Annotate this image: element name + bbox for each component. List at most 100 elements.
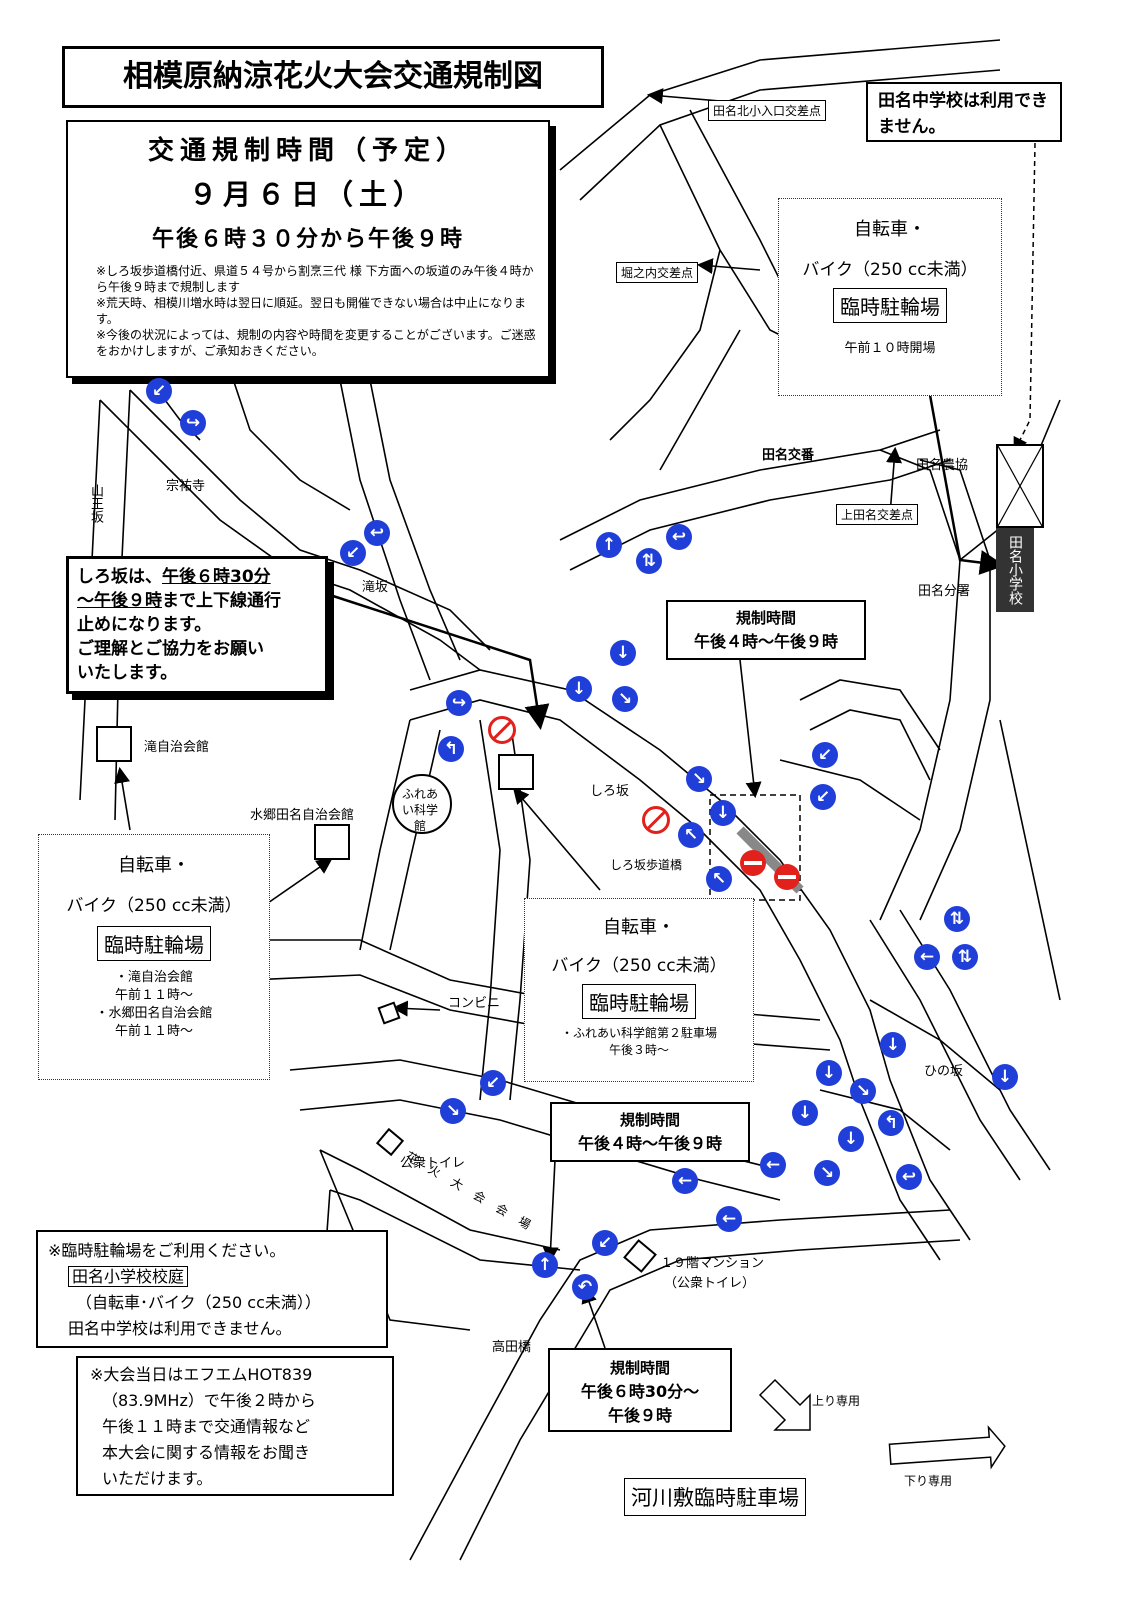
down-sign-icon: ↓ xyxy=(710,800,736,826)
straight-sign-icon: ↑ xyxy=(532,1252,558,1278)
label-tana-koban: 田名交番 xyxy=(762,448,815,463)
label-down-only: 下り専用 xyxy=(904,1474,953,1488)
parking-west-line1: 自転車・ xyxy=(118,855,190,876)
turn-sign-icon: ↙ xyxy=(810,784,836,810)
down-sign-icon: ↓ xyxy=(838,1126,864,1152)
regulation-box-1: 規制時間 午後４時～午後９時 xyxy=(666,600,866,660)
parking-fureai-line2: バイク（250 cc未満） xyxy=(551,956,727,976)
label-takizaka: 滝坂 xyxy=(362,580,389,595)
schedule-date: ９月６日（土） xyxy=(188,178,427,211)
schedule-note-3: ※今後の状況によっては、規制の内容や時間を変更することがございます。ご迷惑をおか… xyxy=(96,328,536,358)
junior-high-notice-text: 田名中学校は利用できません。 xyxy=(878,91,1048,137)
bottom-parking-notice: ※臨時駐輪場をご利用ください。 田名小学校校庭 （自転車･バイク（250 cc未… xyxy=(36,1230,388,1348)
split-sign-icon: ⇅ xyxy=(952,944,978,970)
turn-sign-icon: ↩ xyxy=(896,1164,922,1190)
label-tanakita: 田名北小入口交差点 xyxy=(708,100,827,121)
schedule-heading: 交通規制時間（予定） xyxy=(147,136,468,166)
label-kamitana: 上田名交差点 xyxy=(836,504,919,525)
schedule-note-1: ※しろ坂歩道橋付近、県道５４号から割烹三代 様 下方面への坂道のみ午後４時から午… xyxy=(96,264,534,294)
radio-notice: ※大会当日はエフエムHOT839 （83.9MHz）で午後２時から 午後１１時ま… xyxy=(76,1356,394,1496)
junior-high-x-icon xyxy=(997,445,1043,527)
no-parking-sign-icon xyxy=(488,716,516,744)
turn-sign-icon: ↶ xyxy=(572,1274,598,1300)
label-fureai: ふれあい科学館 xyxy=(401,787,438,833)
bottom-notice-line1: ※臨時駐輪場をご利用ください。 xyxy=(48,1241,286,1260)
taki-hall-building xyxy=(96,726,132,762)
label-toilet: 公衆トイレ xyxy=(400,1156,466,1171)
parking-tanasho-detail: 午前１０時開場 xyxy=(844,341,936,356)
label-hinosaka: ひの坂 xyxy=(924,1064,964,1079)
label-tana-bunsho: 田名分署 xyxy=(918,584,971,599)
shirozaka-notice: しろ坂は、午後６時30分 ～午後９時まで上下線通行 止めになります。 ご理解とご… xyxy=(66,556,328,694)
regulation-1-heading: 規制時間 xyxy=(735,609,796,627)
parking-fureai-heading: 臨時駐輪場 xyxy=(582,984,696,1019)
left-sign-icon: ← xyxy=(914,944,940,970)
shirozaka-rest-1: まで上下線通行 xyxy=(162,591,281,611)
regulation-3-heading: 規制時間 xyxy=(609,1359,670,1377)
shirozaka-rest-4: いたします。 xyxy=(77,663,178,683)
fureai-building xyxy=(392,774,452,834)
regulation-2-heading: 規制時間 xyxy=(619,1111,680,1129)
radio-line-3: 午後１１時まで交通情報など xyxy=(102,1417,311,1436)
label-takadabashi: 高田橋 xyxy=(492,1340,532,1355)
down-sign-icon: ↘ xyxy=(686,766,712,792)
turn-sign-icon: ↩ xyxy=(666,524,692,550)
parking-west-heading: 臨時駐輪場 xyxy=(97,926,211,961)
map-title: 相模原納涼花火大会交通規制図 xyxy=(62,46,604,108)
parking-west-detail-1: ・滝自治会館 xyxy=(114,970,193,985)
bottom-notice-line3: （自転車･バイク（250 cc未満）） xyxy=(76,1293,321,1312)
regulation-1-time: 午後４時～午後９時 xyxy=(693,632,838,651)
parking-west-detail-2: 午前１１時～ xyxy=(114,988,193,1003)
straight-sign-icon: ↑ xyxy=(596,532,622,558)
title-text: 相模原納涼花火大会交通規制図 xyxy=(123,59,543,94)
parking-fureai-detail-1: ・ふれあい科学館第２駐車場 xyxy=(560,1026,717,1040)
label-up-only: 上り専用 xyxy=(812,1394,861,1408)
label-sannozaka: 山王坂 xyxy=(88,484,103,523)
straight-sign-icon: ↖ xyxy=(678,822,704,848)
parking-west-detail-4: 午前１１時～ xyxy=(114,1024,193,1039)
radio-line-1: ※大会当日はエフエムHOT839 xyxy=(90,1365,313,1384)
turn-sign-icon: ↘ xyxy=(440,1098,466,1124)
tana-elementary-building: 田名小学校 xyxy=(996,528,1034,612)
turn-sign-icon: ↪ xyxy=(180,410,206,436)
turn-sign-icon: ↰ xyxy=(438,736,464,762)
turn-sign-icon: ↪ xyxy=(446,690,472,716)
down-sign-icon: ↓ xyxy=(610,640,636,666)
parking-fureai-line1: 自転車・ xyxy=(603,917,675,938)
shirozaka-time2: ～午後９時 xyxy=(77,591,162,611)
left-sign-icon: ← xyxy=(672,1168,698,1194)
turn-sign-icon: ↙ xyxy=(812,742,838,768)
parking-west-line2: バイク（250 cc未満） xyxy=(66,896,242,916)
turn-sign-icon: ↙ xyxy=(480,1070,506,1096)
label-shirozaka: しろ坂 xyxy=(590,784,630,799)
parking-tanasho-heading: 臨時駐輪場 xyxy=(833,288,947,323)
split-sign-icon: ⇅ xyxy=(944,906,970,932)
turn-sign-icon: ↙ xyxy=(340,540,366,566)
down-sign-icon: ↘ xyxy=(612,686,638,712)
label-taki-hall: 滝自治会館 xyxy=(144,740,210,755)
down-sign-icon: ↓ xyxy=(816,1060,842,1086)
parking-tanasho-line2: バイク（250 cc未満） xyxy=(802,260,978,280)
parking-box-west: 自転車・ バイク（250 cc未満） 臨時駐輪場 ・滝自治会館 午前１１時～ ・… xyxy=(38,834,270,1080)
label-tana-noukyou: 田名農協 xyxy=(916,458,969,473)
bottom-notice-line4: 田名中学校は利用できません。 xyxy=(68,1319,292,1338)
no-entry-sign-icon xyxy=(740,850,766,876)
parking-west-detail-3: ・水郷田名自治会館 xyxy=(95,1006,213,1021)
left-sign-icon: ← xyxy=(716,1206,742,1232)
straight-sign-icon: ↖ xyxy=(706,866,732,892)
regulation-box-2: 規制時間 午後４時～午後９時 xyxy=(550,1102,750,1162)
shirozaka-time1: 午後６時30分 xyxy=(162,567,271,587)
no-entry-sign-icon xyxy=(774,864,800,890)
regulation-2-time: 午後４時～午後９時 xyxy=(577,1134,722,1153)
schedule-note-2: ※荒天時、相模川増水時は翌日に順延。翌日も開催できない場合は中止になります。 xyxy=(96,296,527,326)
down-sign-icon: ↘ xyxy=(850,1078,876,1104)
down-sign-icon: ↓ xyxy=(566,676,592,702)
turn-sign-icon: ↩ xyxy=(364,520,390,546)
fureai-parking-building xyxy=(498,754,534,790)
regulation-3-time1: 午後６時30分～ xyxy=(580,1382,700,1401)
label-mansion: １９階マンション xyxy=(660,1256,765,1271)
radio-line-5: いただけます。 xyxy=(102,1469,213,1488)
radio-line-4: 本大会に関する情報をお聞き xyxy=(102,1443,311,1462)
tana-elementary-label: 田名小学校 xyxy=(1007,535,1023,605)
